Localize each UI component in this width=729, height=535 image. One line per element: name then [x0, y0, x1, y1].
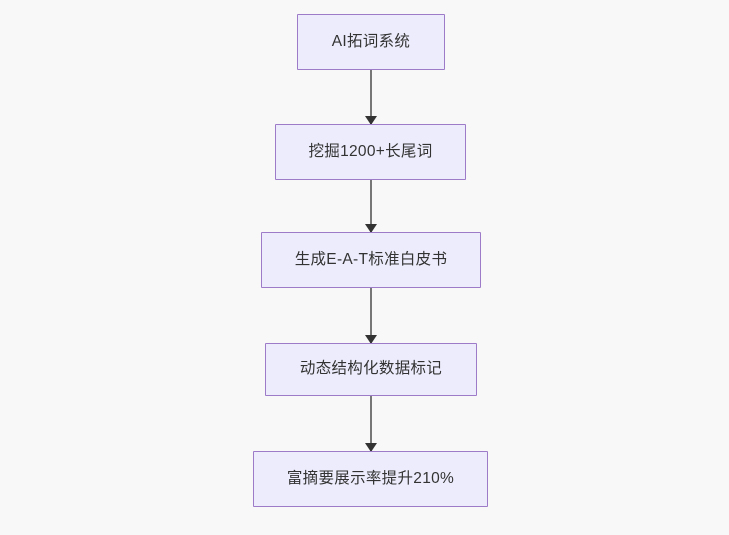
flow-node-ai-keyword-system[interactable]: AI拓词系统: [297, 14, 445, 70]
edge-line: [370, 180, 372, 232]
flow-node-rich-snippet-impression-lift[interactable]: 富摘要展示率提升210%: [253, 451, 488, 507]
flow-node-label: 动态结构化数据标记: [299, 360, 443, 378]
edge-line: [370, 396, 372, 451]
arrowhead-down-icon: [365, 224, 377, 233]
arrowhead-down-icon: [365, 335, 377, 344]
arrowhead-down-icon: [365, 443, 377, 452]
flow-node-generate-eat-whitepaper[interactable]: 生成E-A-T标准白皮书: [261, 232, 481, 288]
arrowhead-down-icon: [365, 116, 377, 125]
flow-node-dynamic-structured-data-markup[interactable]: 动态结构化数据标记: [265, 343, 477, 396]
flow-node-mine-longtail-keywords[interactable]: 挖掘1200+长尾词: [275, 124, 466, 180]
edge-line: [370, 288, 372, 343]
flow-node-label: 生成E-A-T标准白皮书: [294, 250, 448, 268]
flow-node-label: 挖掘1200+长尾词: [308, 142, 433, 160]
flow-node-label: 富摘要展示率提升210%: [286, 469, 455, 487]
flow-node-label: AI拓词系统: [331, 32, 411, 50]
edge-line: [370, 70, 372, 124]
